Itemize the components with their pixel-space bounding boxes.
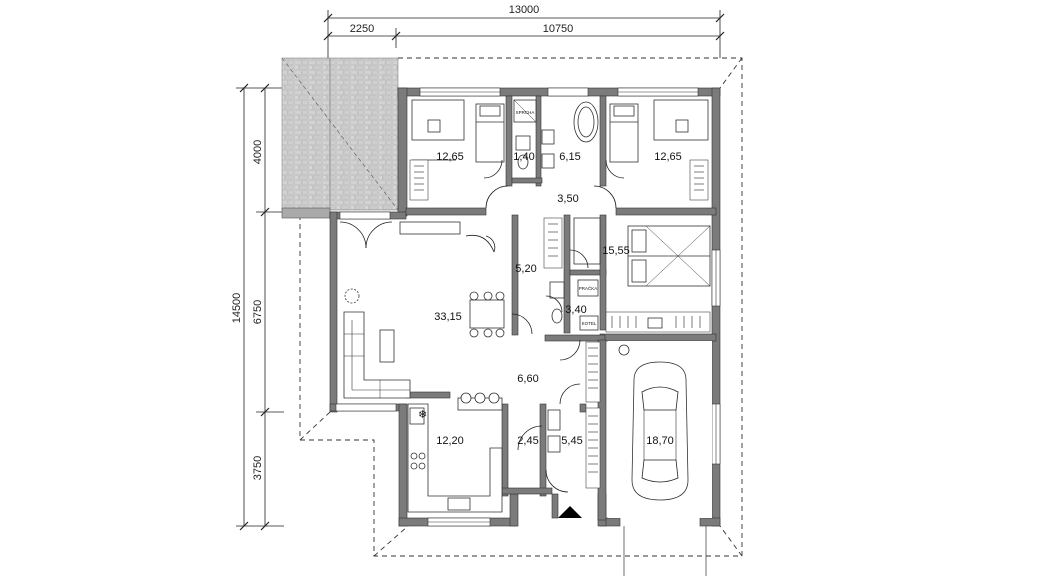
dimension-lines [236, 10, 725, 531]
master-bedroom-furniture [573, 217, 711, 333]
room-corridor-area: 5,20 [515, 263, 536, 275]
freezer-icon: ❄ [418, 408, 427, 421]
room-hall-top-area: 3,50 [557, 193, 578, 205]
room-kitchen-area: 12,20 [436, 435, 464, 447]
room-garage-area: 18,70 [646, 435, 674, 447]
door-swings [483, 159, 625, 405]
boiler-label: KOTEL [582, 321, 597, 326]
storage-fixtures [517, 409, 569, 493]
room-small-bathroom-area: 3,40 [565, 304, 586, 316]
terrace-edge [281, 207, 331, 219]
kitchen-furniture [407, 392, 503, 513]
windows [335, 87, 721, 527]
room-bedroom-left-area: 12,65 [436, 151, 464, 163]
roof-hip-bottom-right [719, 525, 743, 557]
hall-closets [585, 341, 601, 489]
bedroom-left-furniture [409, 99, 505, 201]
dim-depth-middle: 6750 [252, 300, 264, 324]
dim-overall-width: 13000 [509, 4, 540, 16]
corridor-closet [543, 217, 563, 269]
dim-width-right: 10750 [543, 23, 574, 35]
roof-hip-bottom-left [373, 525, 409, 557]
room-storage-area: 5,45 [561, 435, 582, 447]
room-wc-area: 1,40 [513, 151, 534, 163]
room-living-area: 33,15 [434, 311, 462, 323]
dim-depth-top: 4000 [252, 140, 264, 164]
dim-overall-depth: 14500 [231, 293, 243, 324]
living-room-furniture [339, 221, 505, 399]
dim-depth-bottom: 3750 [252, 456, 264, 480]
roof-hip-left [299, 411, 331, 441]
roof-hip-top-right [719, 57, 743, 89]
room-hall-main-area: 6,60 [517, 373, 538, 385]
washer-label: PRAČKA [579, 285, 598, 291]
garage-car [608, 341, 712, 576]
entrance-arrow-icon [558, 506, 582, 518]
room-bedroom-right-area: 12,65 [654, 151, 682, 163]
small-bathroom-fixtures: PRAČKA KOTEL [549, 279, 599, 331]
room-master-bedroom-area: 15,55 [602, 245, 630, 257]
entry-wall [551, 493, 559, 519]
bathroom-fixtures: SPRCHA [513, 99, 599, 170]
room-pantry-area: 2,45 [517, 435, 538, 447]
shower-label: SPRCHA [516, 110, 535, 115]
dim-width-left: 2250 [350, 23, 374, 35]
bedroom-right-furniture [609, 99, 709, 201]
room-bathroom-area: 6,15 [559, 151, 580, 163]
